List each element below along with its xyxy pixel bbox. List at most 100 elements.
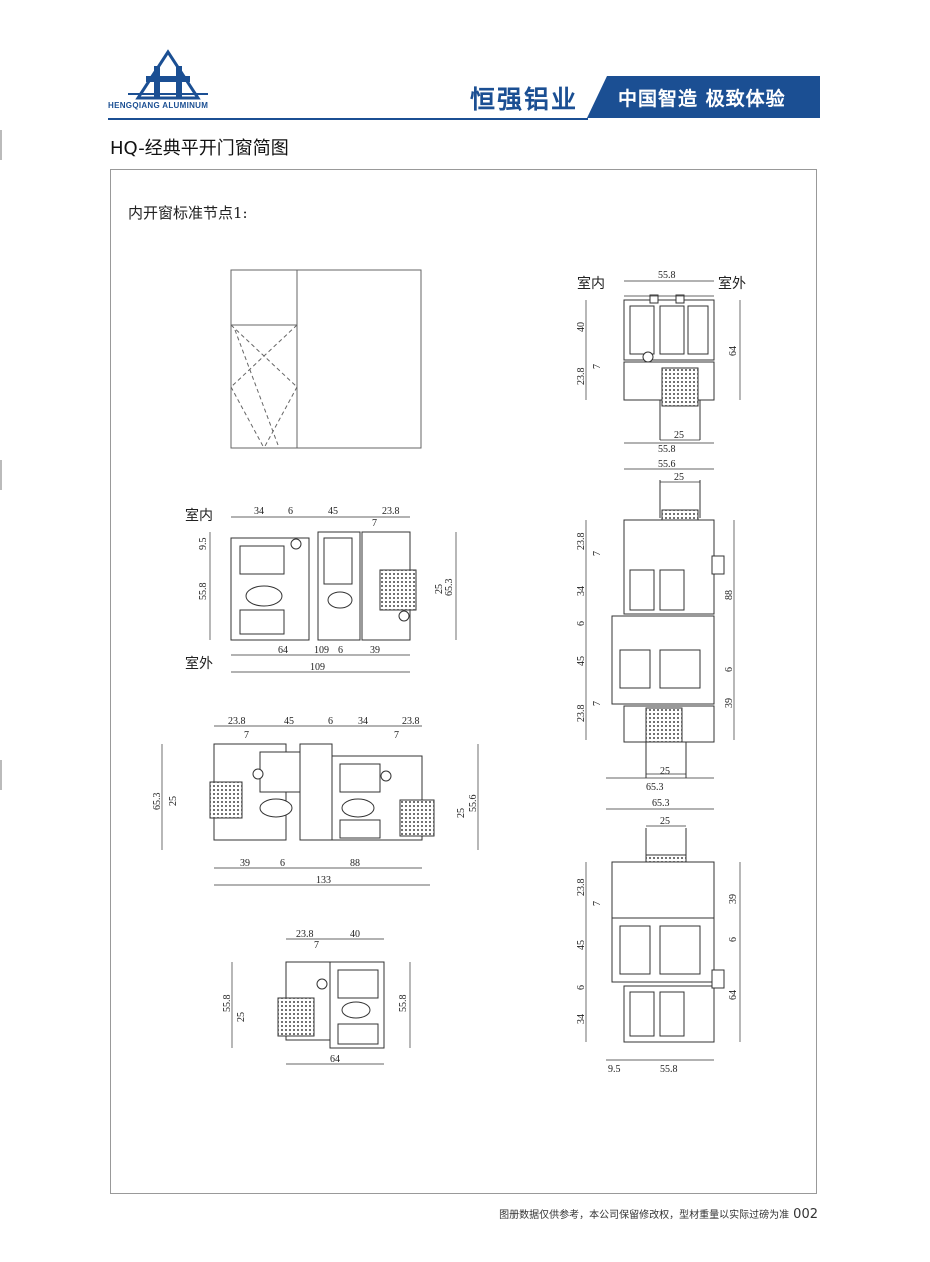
dimension-label: 34 [254, 506, 264, 517]
dimension-label: 109 [310, 662, 325, 673]
dimension-label: 6 [280, 858, 285, 869]
dimension-label: 23.8 [576, 368, 587, 386]
dimension-label: 65.3 [652, 798, 670, 809]
dimension-label: 45 [576, 656, 587, 666]
slogan-banner [587, 76, 820, 118]
dimension-label: 7 [244, 730, 249, 741]
profile-right-bot [611, 828, 725, 1043]
dimension-label: 7 [592, 551, 603, 556]
dimension-label: 65.3 [152, 793, 163, 811]
dimension-label: 6 [576, 985, 587, 990]
header-rule [108, 118, 588, 120]
profile-left-a [230, 531, 417, 641]
dimension-label: 55.6 [468, 795, 479, 813]
company-logo-icon [128, 49, 208, 100]
dimension-label: 7 [592, 364, 603, 369]
page-edge-mark [0, 460, 2, 490]
section-subtitle: 内开窗标准节点1: [128, 204, 248, 222]
label-indoor-a: 室内 [185, 507, 213, 524]
dimension-label: 34 [576, 1014, 587, 1024]
dimension-label: 133 [316, 875, 331, 886]
footer-note: 图册数据仅供参考，本公司保留修改权，型材重量以实际过磅为准 [499, 1210, 790, 1221]
dimension-label: 55.8 [658, 444, 676, 455]
profile-right-mid [611, 480, 725, 778]
dimension-label: 6 [338, 645, 343, 656]
dimension-label: 9.5 [608, 1064, 621, 1075]
dimension-label: 7 [592, 701, 603, 706]
profile-left-c [277, 961, 385, 1049]
dimension-label: 25 [674, 472, 684, 483]
dimension-label: 23.8 [576, 879, 587, 897]
label-outdoor-a: 室外 [185, 655, 213, 672]
page-edge-mark [0, 130, 2, 160]
dimension-label: 55.6 [658, 459, 676, 470]
dimension-label: 23.8 [576, 533, 587, 551]
dimension-label: 9.5 [198, 538, 209, 551]
dimension-label: 39 [728, 894, 739, 904]
dimension-label: 6 [728, 937, 739, 942]
profile-right-top [623, 294, 715, 440]
slogan-text: 中国智造 极致体验 [618, 88, 786, 110]
dimension-label: 6 [328, 716, 333, 727]
dimension-label: 40 [576, 322, 587, 332]
dimension-label: 65.3 [444, 579, 455, 597]
dimension-label: 39 [370, 645, 380, 656]
dimension-label: 25 [660, 766, 670, 777]
page-title: HQ-经典平开门窗简图 [110, 138, 289, 159]
dimension-label: 64 [278, 645, 288, 656]
window-elevation [230, 269, 422, 449]
dimension-label: 88 [724, 590, 735, 600]
label-indoor: 室内 [577, 275, 605, 292]
dims-left-a [209, 516, 457, 673]
dimension-label: 34 [576, 586, 587, 596]
dimension-label: 25 [168, 796, 179, 806]
dimension-label: 7 [314, 940, 319, 951]
dimension-label: 45 [576, 940, 587, 950]
dimension-label: 23.8 [296, 929, 314, 940]
dims-right-top [585, 280, 741, 444]
dimension-label: 25 [434, 584, 445, 594]
page-number: 002 [793, 1207, 818, 1222]
drawing-panel [110, 169, 817, 1194]
dimension-label: 55.8 [222, 995, 233, 1013]
dimension-label: 34 [358, 716, 368, 727]
dims-left-c [231, 938, 411, 1065]
dimension-label: 55.8 [658, 270, 676, 281]
dimension-label: 45 [328, 506, 338, 517]
dimension-label: 55.8 [398, 995, 409, 1013]
dimension-label: 6 [288, 506, 293, 517]
dimension-label: 64 [330, 1054, 340, 1065]
dims-right-mid [585, 468, 735, 779]
dimension-label: 7 [394, 730, 399, 741]
dimension-label: 6 [724, 667, 735, 672]
dimension-label: 25 [660, 816, 670, 827]
dimension-label: 23.8 [576, 705, 587, 723]
dimension-label: 6 [576, 621, 587, 626]
dims-left-b [161, 725, 479, 886]
dimension-label: 25 [236, 1012, 247, 1022]
dimension-label: 64 [728, 990, 739, 1000]
dimension-label: 40 [350, 929, 360, 940]
dimension-label: 64 [728, 346, 739, 356]
logo-text: HENGQIANG ALUMINUM [108, 101, 209, 110]
dimension-label: 39 [240, 858, 250, 869]
dimension-label: 55.8 [198, 583, 209, 601]
dimension-label: 88 [350, 858, 360, 869]
dimension-label: 109 [314, 645, 329, 656]
dimension-label: 45 [284, 716, 294, 727]
dimension-label: 23.8 [228, 716, 246, 727]
page-edge-mark [0, 760, 2, 790]
dimension-label: 7 [372, 518, 377, 529]
brand-name: 恒强铝业 [470, 85, 579, 114]
dimension-label: 39 [724, 698, 735, 708]
profile-left-b [209, 743, 435, 841]
dimension-label: 25 [674, 430, 684, 441]
dims-right-bot [585, 808, 741, 1061]
dimension-label: 23.8 [382, 506, 400, 517]
dimension-label: 65.3 [646, 782, 664, 793]
dimension-label: 25 [456, 808, 467, 818]
label-outdoor: 室外 [718, 275, 746, 292]
dimension-label: 55.8 [660, 1064, 678, 1075]
